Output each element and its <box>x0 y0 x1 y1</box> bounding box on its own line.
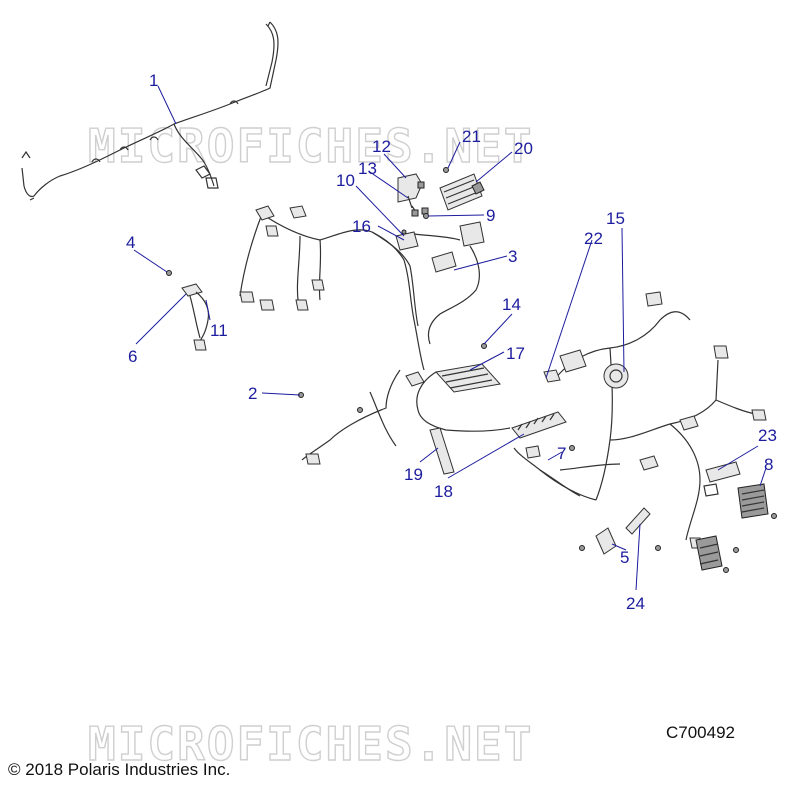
bracket-19 <box>429 427 455 475</box>
callout-11: 11 <box>210 321 228 340</box>
callout-14: 14 <box>502 295 521 314</box>
battery-box-17 <box>416 363 511 432</box>
relay-10 <box>395 231 461 251</box>
fuse-block-18 <box>511 411 567 439</box>
fasteners-upper <box>166 167 487 398</box>
callout-12: 12 <box>372 137 391 156</box>
callout-4: 4 <box>126 233 135 252</box>
callout-19: 19 <box>404 465 423 484</box>
callout-24: 24 <box>626 594 645 613</box>
main-harness-left <box>239 205 425 465</box>
bracket-24 <box>625 507 651 535</box>
callout-3: 3 <box>508 247 517 266</box>
callout-5: 5 <box>620 548 629 567</box>
callout-15: 15 <box>606 209 625 228</box>
leader-lines <box>133 85 767 591</box>
callout-7: 7 <box>557 444 566 463</box>
rear-wire-harness <box>21 21 279 201</box>
copyright-notice: © 2018 Polaris Industries Inc. <box>8 760 231 779</box>
sensor-harness <box>181 283 210 351</box>
main-harness-right <box>513 291 767 549</box>
callout-10: 10 <box>336 171 355 190</box>
fasteners-lower <box>357 407 777 573</box>
watermark-bottom: MICROFICHES.NET <box>88 717 533 771</box>
callout-8: 8 <box>764 455 773 474</box>
ecm-module <box>439 173 485 211</box>
callout-6: 6 <box>128 347 137 366</box>
callout-labels: 1 2 3 4 5 6 7 8 9 10 11 12 13 14 15 16 1… <box>126 71 777 613</box>
callout-22: 22 <box>584 229 603 248</box>
callout-20: 20 <box>514 139 533 158</box>
callout-17: 17 <box>506 344 525 363</box>
fuse-box-3 <box>427 221 485 345</box>
bracket-12-13 <box>397 173 429 217</box>
bracket-5 <box>595 527 617 555</box>
regulator-8 <box>695 483 769 571</box>
callout-23: 23 <box>758 426 777 445</box>
callout-16: 16 <box>352 217 371 236</box>
callout-1: 1 <box>149 71 158 90</box>
callout-18: 18 <box>434 482 453 501</box>
diagram-code: C700492 <box>666 723 736 742</box>
callout-2: 2 <box>248 384 257 403</box>
callout-13: 13 <box>358 159 377 178</box>
callout-9: 9 <box>486 206 495 225</box>
callout-21: 21 <box>462 127 481 146</box>
